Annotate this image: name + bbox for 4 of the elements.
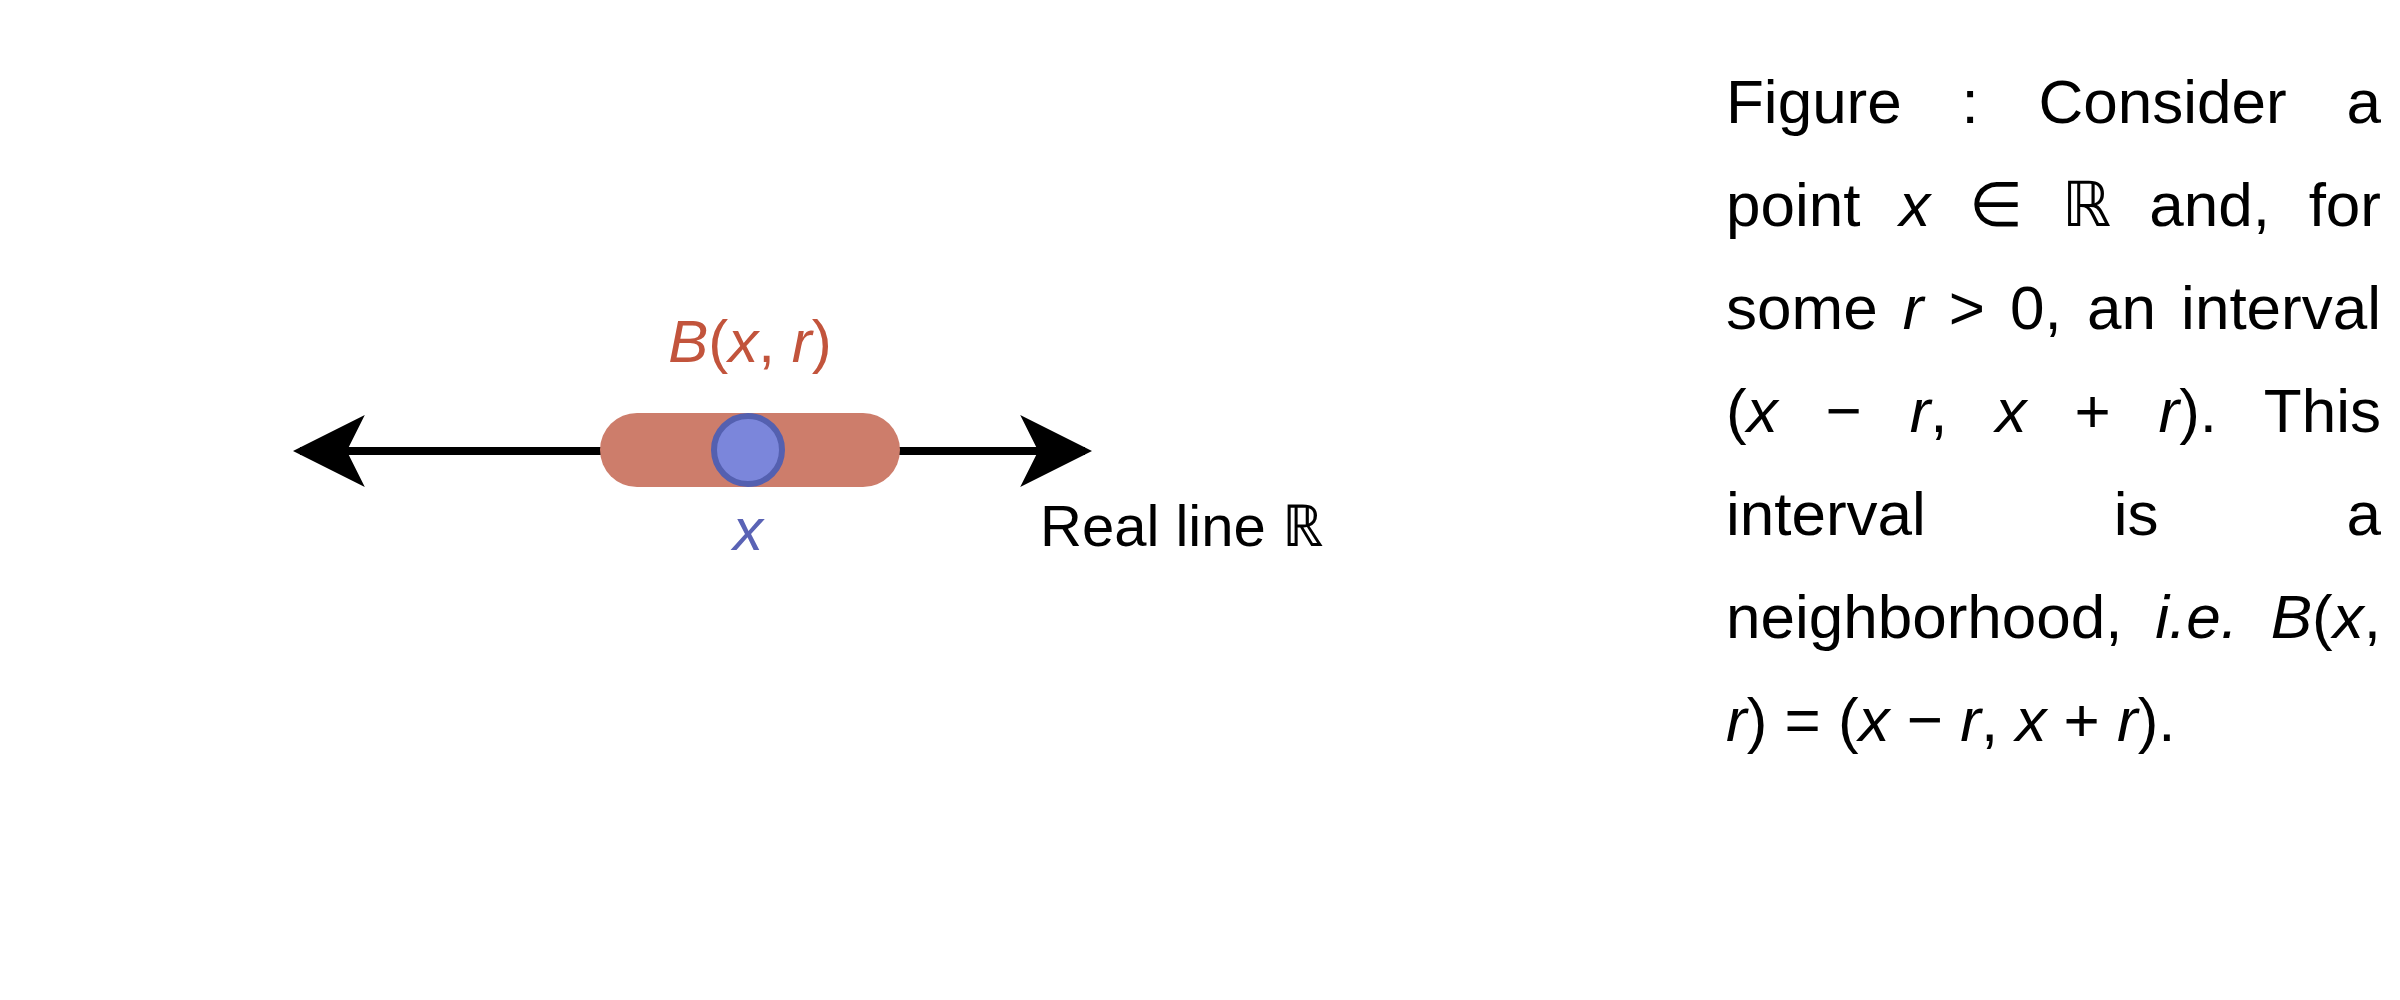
- point-label: x: [730, 500, 766, 560]
- axis-label: Real line ℝ: [1040, 497, 1323, 555]
- caption: Figure : Consider a point x ∈ ℝ and, for some r > 0, an interval (x − r, x + r). This interval is a neighborhood, i.e. B(x, r) = (x − r, x + r).: [1726, 66, 2381, 756]
- interval-label: B(x, r): [667, 312, 833, 372]
